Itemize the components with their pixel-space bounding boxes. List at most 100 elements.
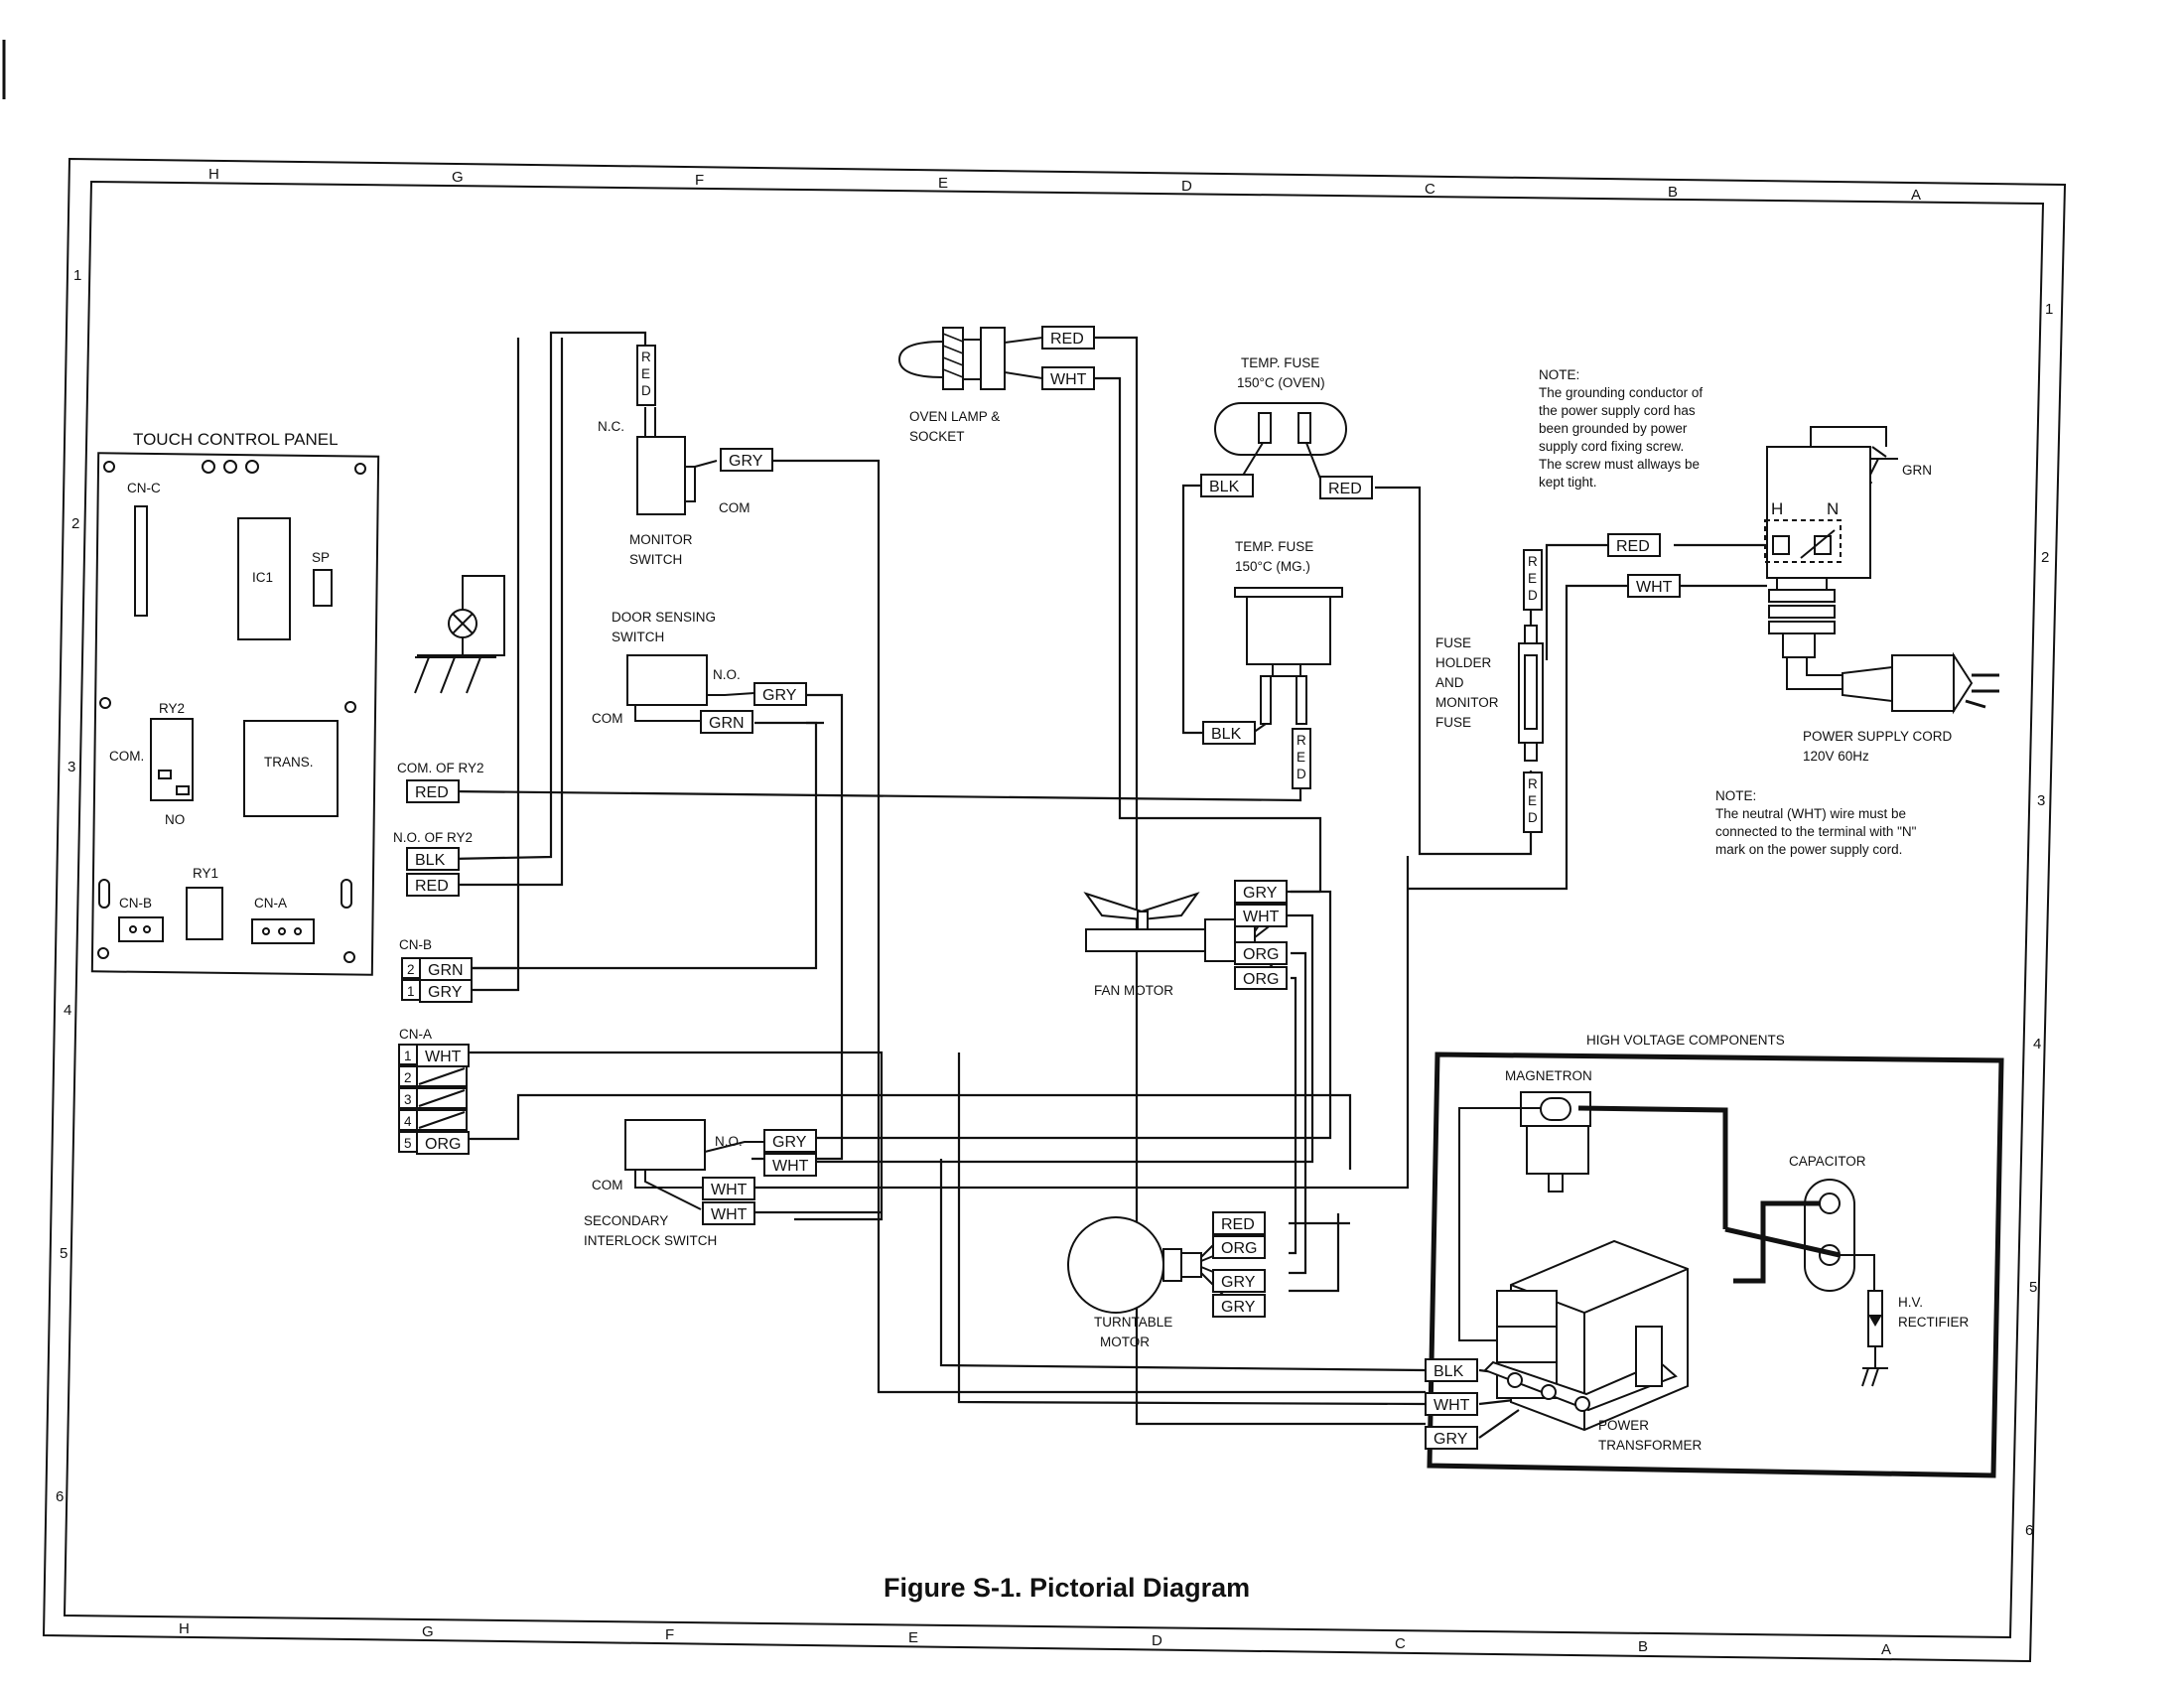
hv-title: HIGH VOLTAGE COMPONENTS: [1586, 1033, 1785, 1048]
wire-tag-fan-org2: ORG: [1234, 966, 1288, 990]
vertical-wire-tag-fuse-red-bot: RED: [1523, 772, 1543, 833]
figure-caption: Figure S-1. Pictorial Diagram: [884, 1573, 1250, 1603]
wire-color-label: BLK: [1433, 1363, 1464, 1380]
grn-label: GRN: [1902, 463, 1932, 478]
door-switch-com-label: COM: [592, 711, 623, 726]
cn-a-pin: 5: [404, 1136, 412, 1151]
vertical-tag-letter: R: [1528, 554, 1538, 569]
wire-tag-lamp-red: RED: [1041, 326, 1095, 350]
cn-b-panel-label: CN-B: [119, 896, 152, 911]
temp-fuse-mg: TEMP. FUSE 150°C (MG.): [1234, 539, 1343, 734]
fuse-holder: FUSE HOLDER AND MONITOR FUSE: [1435, 625, 1544, 762]
door-switch-no-label: N.O.: [713, 667, 741, 682]
zone-rows-left: 1 2 3 4 5 6: [56, 267, 81, 1505]
vertical-tag-letter: D: [1528, 588, 1538, 603]
ry2-no-label: NO: [165, 812, 185, 827]
wire-tags: REDBLKREDGRNGRYWHTORGGRYGRYGRNGRYWHTWHTW…: [406, 326, 1681, 1450]
cn-b-pin-block: 2 1: [401, 957, 421, 1001]
connector-labels: COM. OF RY2 N.O. OF RY2 CN-B CN-A: [393, 761, 484, 1042]
vertical-tag-letter: E: [1297, 750, 1305, 765]
power-transformer-label: TRANSFORMER: [1598, 1438, 1703, 1453]
wire-color-label: GRY: [1221, 1299, 1256, 1316]
vertical-tag-letter: E: [1528, 793, 1537, 808]
wire-tag-sec-gry: GRY: [763, 1129, 817, 1153]
zone-row: 2: [71, 515, 79, 532]
zone-col: E: [908, 1629, 918, 1646]
zone-row: 4: [64, 1002, 71, 1019]
vertical-tag-letter: E: [1528, 571, 1537, 586]
grounding-note-line: The screw must allways be: [1539, 457, 1700, 472]
wire-tag-door-grn: GRN: [700, 710, 753, 734]
wire-color-label: ORG: [1243, 946, 1279, 963]
touch-control-panel: TOUCH CONTROL PANEL CN-C IC1 SP RY2 COM.…: [90, 430, 380, 976]
wire-tag-tt-gry1: GRY: [1212, 1269, 1266, 1293]
high-voltage-components: HIGH VOLTAGE COMPONENTS MAGNETRON CAPACI…: [1427, 1033, 2004, 1478]
cn-b-label: CN-B: [399, 937, 432, 952]
ground-lamp-icon: [414, 575, 505, 694]
oven-lamp-socket: OVEN LAMP & SOCKET: [897, 327, 1043, 444]
zone-row: 4: [2033, 1036, 2041, 1052]
cn-a-pin-block: 1 2 3 4 5: [398, 1044, 468, 1153]
neutral-note-line: The neutral (WHT) wire must be: [1715, 806, 1906, 821]
monitor-nc-label: N.C.: [598, 419, 624, 434]
door-sensing-switch: DOOR SENSING SWITCH N.O. COM: [592, 610, 755, 726]
door-switch-label: DOOR SENSING: [612, 610, 716, 625]
wire-color-label: ORG: [1221, 1240, 1257, 1257]
wire-tag-tfo-blk: BLK: [1200, 474, 1254, 497]
wire-color-label: BLK: [1209, 479, 1240, 495]
secondary-interlock-switch: N.O. COM SECONDARY INTERLOCK SWITCH: [584, 1119, 764, 1248]
wire-color-label: GRY: [1433, 1431, 1468, 1448]
grounding-note: NOTE: The grounding conductor of the pow…: [1539, 367, 1703, 490]
cn-a-pin: 3: [404, 1092, 412, 1107]
power-cord-label: POWER SUPPLY CORD: [1803, 729, 1953, 744]
touch-panel-title: TOUCH CONTROL PANEL: [133, 430, 339, 449]
wire-color-label: GRY: [1243, 885, 1278, 902]
plug-n-label: N: [1827, 499, 1839, 518]
wire-tag-tfo-red: RED: [1319, 476, 1373, 499]
vertical-wire-tag-tfm-red: RED: [1292, 728, 1311, 789]
wire-tag-lamp-wht: WHT: [1041, 366, 1095, 390]
zone-col: D: [1152, 1632, 1162, 1649]
wire-tag-xf-blk: BLK: [1425, 1358, 1478, 1382]
wire-color-label: WHT: [1636, 579, 1673, 596]
wire-color-label: GRY: [428, 984, 463, 1001]
ry2-label: RY2: [159, 701, 185, 716]
wire-color-label: GRY: [772, 1134, 807, 1151]
zone-rows-right: 1 2 3 4 5 6: [2025, 301, 2053, 1539]
zone-col: G: [422, 1623, 434, 1640]
cn-b-pin: 1: [407, 984, 415, 999]
zone-col: G: [452, 169, 464, 186]
zone-col: C: [1425, 181, 1435, 198]
wire-tag-sec-wht3: WHT: [702, 1201, 755, 1225]
turntable-motor: TURNTABLE MOTOR: [1067, 1216, 1236, 1349]
zone-col: B: [1638, 1638, 1648, 1655]
fan-motor-label: FAN MOTOR: [1094, 983, 1173, 998]
wire-color-label: WHT: [1050, 371, 1087, 388]
fuse-holder-label: HOLDER: [1435, 655, 1492, 670]
power-transformer-label: POWER: [1598, 1418, 1649, 1433]
vertical-tag-letter: R: [641, 350, 651, 364]
wire-tag-tfm-blk: BLK: [1202, 721, 1256, 745]
zone-row: 2: [2041, 549, 2049, 566]
wire-tag-monitor-gry: GRY: [720, 448, 773, 472]
trans-label: TRANS.: [264, 755, 314, 770]
capacitor-label: CAPACITOR: [1789, 1154, 1866, 1169]
zone-col: E: [938, 175, 948, 192]
rectifier-label: H.V.: [1898, 1295, 1923, 1310]
oven-lamp-label: OVEN LAMP &: [909, 409, 1000, 424]
fuse-holder-label: AND: [1435, 675, 1464, 690]
wire-tag-cna-1: WHT: [416, 1044, 470, 1067]
zone-row: 1: [73, 267, 81, 284]
wire-color-label: GRN: [428, 962, 464, 979]
no-of-ry2-label: N.O. OF RY2: [393, 830, 473, 845]
wire-color-label: ORG: [425, 1136, 461, 1153]
turntable-motor-label: MOTOR: [1100, 1334, 1150, 1349]
neutral-note: NOTE: The neutral (WHT) wire must be con…: [1715, 788, 1917, 857]
oven-lamp-label: SOCKET: [909, 429, 965, 444]
zone-col: F: [665, 1626, 674, 1643]
wire-tag-no-ry2-red: RED: [406, 873, 460, 897]
zone-col: H: [179, 1620, 190, 1637]
wire-color-label: GRY: [729, 453, 763, 470]
temp-fuse-oven: TEMP. FUSE 150°C (OVEN): [1214, 355, 1347, 480]
